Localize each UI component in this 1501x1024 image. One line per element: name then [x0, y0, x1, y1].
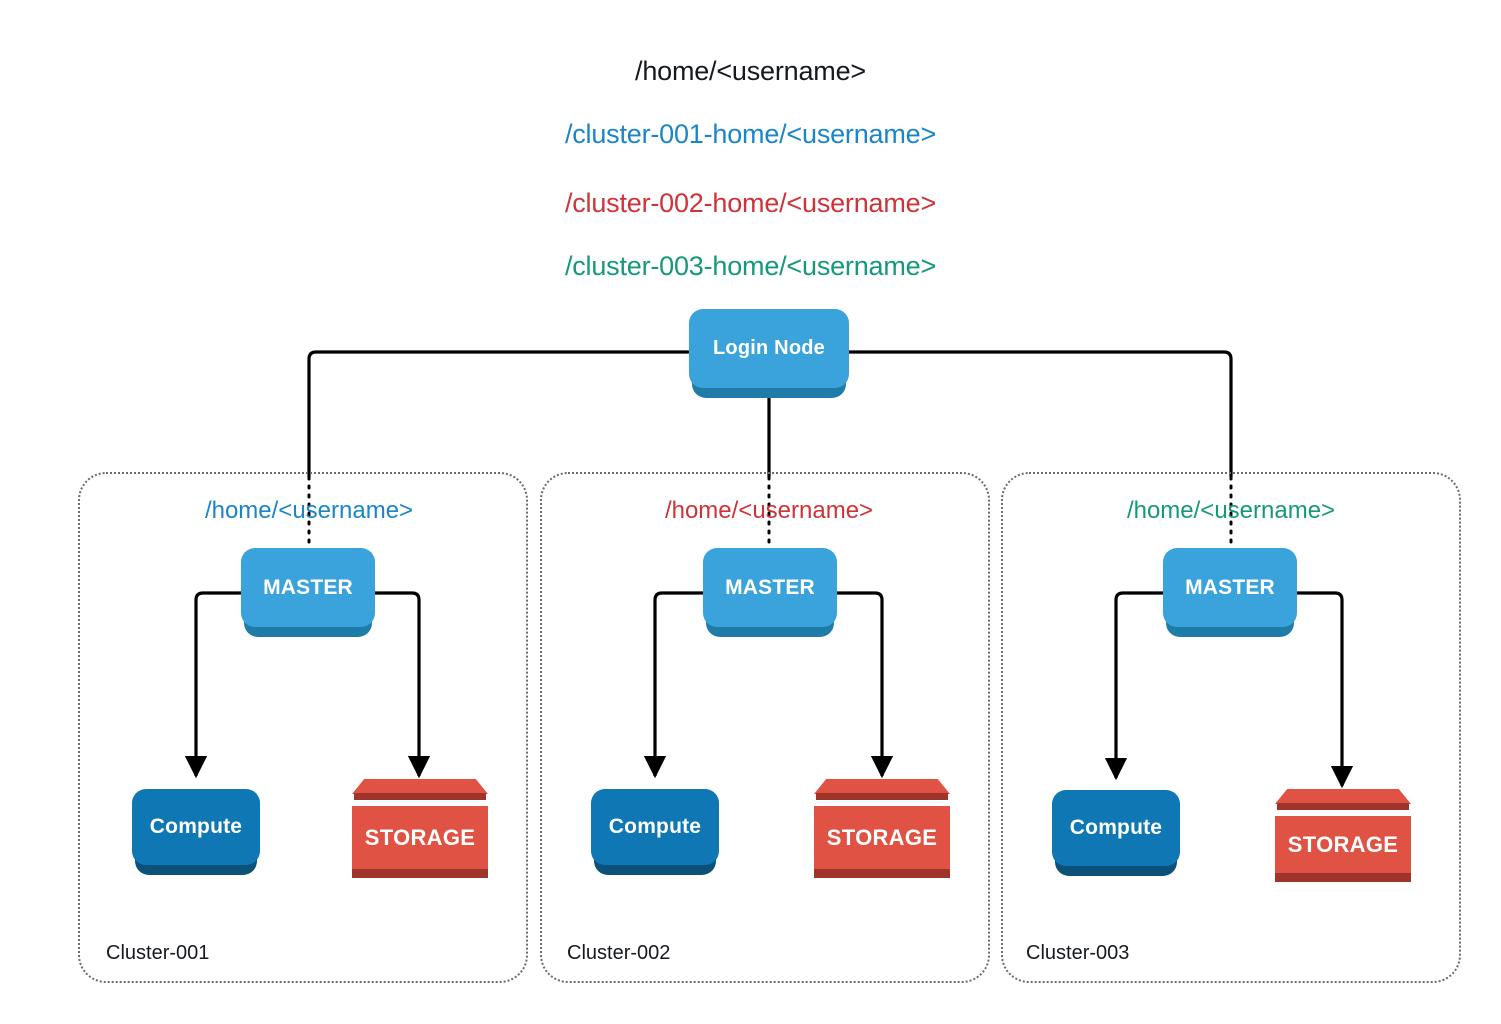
- cluster-002-compute-node[interactable]: Compute: [591, 789, 719, 875]
- storage-lid-top: [1275, 789, 1411, 804]
- storage-base: [352, 869, 488, 878]
- storage-lid: [352, 779, 488, 801]
- path-label-cluster-001: /cluster-001-home/<username>: [564, 119, 937, 149]
- cluster-003-master-label: MASTER: [1185, 575, 1275, 599]
- edge-login-to-cluster-003: [849, 350, 1233, 477]
- storage-lid-top: [814, 779, 950, 794]
- cluster-001-home-path: /home/<username>: [204, 497, 414, 524]
- edge-login-to-cluster-001: [307, 350, 690, 477]
- cluster-003-frame: [1001, 472, 1461, 983]
- cluster-002-master-node[interactable]: MASTER: [703, 548, 837, 637]
- master-node-face: MASTER: [703, 548, 837, 627]
- cluster-002-name: Cluster-002: [567, 942, 671, 964]
- cluster-001-master-node[interactable]: MASTER: [241, 548, 375, 637]
- cluster-003-storage-node[interactable]: STORAGE: [1275, 789, 1411, 882]
- storage-body: STORAGE: [1275, 816, 1411, 882]
- path-label-home: /home/<username>: [635, 56, 866, 86]
- storage-lid-underside: [1277, 803, 1409, 810]
- login-node-label: Login Node: [713, 337, 825, 359]
- cluster-002-master-label: MASTER: [725, 575, 815, 599]
- cluster-003-storage-label: STORAGE: [1287, 832, 1399, 857]
- master-node-face: MASTER: [241, 548, 375, 627]
- cluster-001-frame: [78, 472, 528, 983]
- cluster-002-storage-node[interactable]: STORAGE: [814, 779, 950, 878]
- storage-body: STORAGE: [352, 806, 488, 878]
- master-node-face: MASTER: [1163, 548, 1297, 627]
- compute-node-face: Compute: [1052, 790, 1180, 866]
- cluster-002-home-path: /home/<username>: [664, 497, 874, 524]
- compute-node-face: Compute: [591, 789, 719, 865]
- path-label-cluster-002: /cluster-002-home/<username>: [564, 188, 937, 218]
- storage-lid-top: [352, 779, 488, 794]
- cluster-002-compute-label: Compute: [608, 815, 702, 838]
- cluster-002-frame: [540, 472, 990, 983]
- cluster-003-compute-label: Compute: [1069, 816, 1163, 839]
- cluster-003-home-path: /home/<username>: [1126, 497, 1336, 524]
- login-node[interactable]: Login Node: [689, 309, 849, 398]
- cluster-001-storage-label: STORAGE: [364, 825, 476, 850]
- storage-lid: [1275, 789, 1411, 811]
- storage-body: STORAGE: [814, 806, 950, 878]
- cluster-001-storage-node[interactable]: STORAGE: [352, 779, 488, 878]
- storage-lid-underside: [354, 793, 486, 800]
- cluster-003-master-node[interactable]: MASTER: [1163, 548, 1297, 637]
- cluster-002-storage-label: STORAGE: [826, 825, 938, 850]
- storage-lid: [814, 779, 950, 801]
- cluster-001-master-label: MASTER: [263, 575, 353, 599]
- storage-base: [814, 869, 950, 878]
- storage-base: [1275, 873, 1411, 882]
- path-label-cluster-003: /cluster-003-home/<username>: [564, 251, 937, 281]
- compute-node-face: Compute: [132, 789, 260, 865]
- cluster-001-compute-label: Compute: [149, 815, 243, 838]
- storage-lid-underside: [816, 793, 948, 800]
- cluster-003-name: Cluster-003: [1026, 942, 1130, 964]
- login-node-face: Login Node: [689, 309, 849, 388]
- cluster-003-compute-node[interactable]: Compute: [1052, 790, 1180, 876]
- cluster-001-name: Cluster-001: [106, 942, 210, 964]
- cluster-001-compute-node[interactable]: Compute: [132, 789, 260, 875]
